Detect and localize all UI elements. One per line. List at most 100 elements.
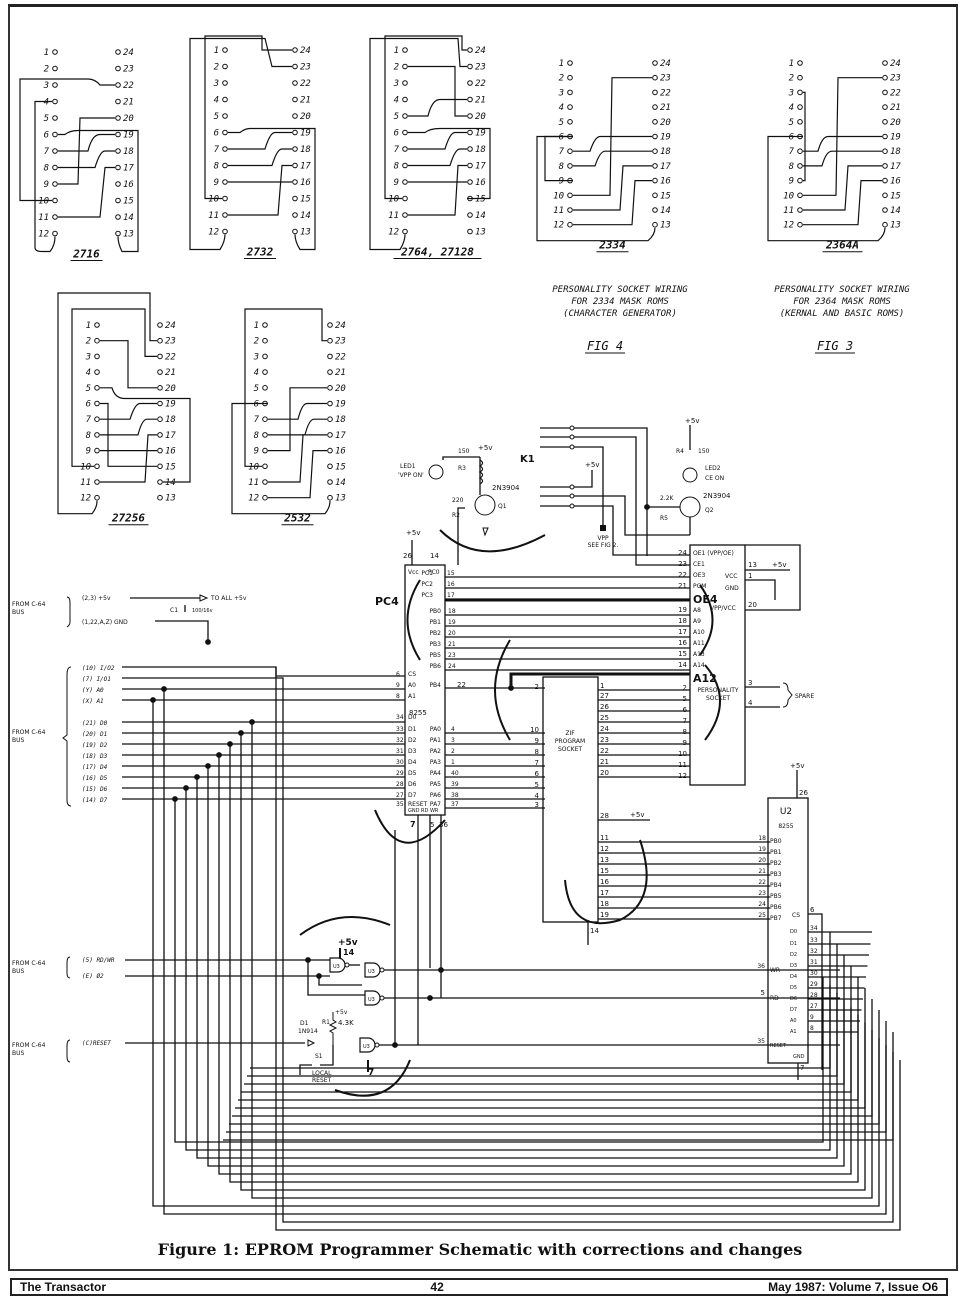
zif-pin-number: 3 — [535, 801, 539, 809]
relay-wire — [574, 427, 648, 556]
q1-transistor-icon — [474, 494, 496, 516]
pin-number: 9 — [86, 447, 91, 457]
bus-signal-label: (10) I/O2 — [82, 665, 115, 672]
socket-pin — [327, 322, 333, 328]
pin-number: 1 — [44, 48, 49, 58]
socket-pin — [797, 89, 803, 96]
socket-pin — [115, 214, 121, 220]
u1-pin-number: 6 — [396, 671, 400, 678]
pin-number: 1 — [789, 59, 794, 69]
personality-vcc-label: VCC — [725, 573, 737, 580]
cs-wire — [275, 667, 405, 677]
pin-number: 3 — [788, 88, 794, 98]
u2-pin-number: 33 — [810, 937, 818, 944]
return-bus-wire — [235, 988, 866, 1109]
personality-pin-number: 19 — [678, 606, 687, 614]
socket-pin — [157, 479, 163, 485]
socket-pin — [327, 463, 333, 470]
pin-number: 8 — [789, 162, 794, 172]
jumper-wire — [228, 164, 292, 216]
u1-pin-name: PA2 — [430, 748, 441, 755]
u1-pin-name: A0 — [408, 682, 416, 689]
socket-pin — [797, 192, 803, 199]
socket-pin — [94, 385, 100, 391]
pin-number: 18 — [123, 147, 134, 157]
pin-number: 21 — [335, 368, 346, 378]
u1-pin-name: PA1 — [430, 737, 441, 744]
plus5-label: +5v — [335, 1009, 348, 1016]
jumper-wire — [231, 402, 331, 515]
page-footer: The Transactor 42 May 1987: Volume 7, Is… — [10, 1278, 948, 1296]
socket-pin — [467, 162, 473, 169]
socket-pin — [222, 179, 228, 185]
pin-number: 8 — [559, 162, 564, 172]
pin-number: 3 — [85, 352, 91, 362]
u2-pin-name: PB3 — [770, 871, 782, 878]
zif-pin-number: 25 — [600, 714, 609, 722]
socket-label: 2732 — [246, 246, 274, 259]
u1-pin-number: 7 — [410, 820, 416, 829]
personality-pin-number: 24 — [678, 549, 687, 557]
socket-pin — [292, 195, 298, 202]
d1-part: 1N914 — [298, 1028, 318, 1035]
pin-number: 5 — [254, 384, 259, 394]
pin-number: 1 — [254, 321, 259, 331]
r5-value: 2.2K — [660, 495, 675, 502]
pin-number: 19 — [123, 131, 134, 141]
pin-number: 4 — [44, 98, 49, 108]
socket-pin — [292, 212, 298, 218]
u1-pin-name: PC2 — [421, 581, 433, 588]
personality-pin-name: A10 — [693, 629, 705, 636]
led1-label: LED1 — [400, 463, 416, 470]
u1-pin-number: 16 — [447, 581, 455, 588]
pin-number: 10 — [80, 462, 91, 472]
personality-vppvcc-label: VPP/VCC — [710, 605, 736, 612]
jumper-wire — [58, 133, 115, 152]
u1-pin-number: 15 — [447, 570, 455, 577]
socket-pin — [882, 89, 888, 96]
pin-number: 13 — [475, 228, 486, 238]
socket-pin — [652, 192, 658, 199]
socket-pin — [797, 163, 803, 169]
pin-number: 4 — [748, 699, 753, 707]
socket-pin — [262, 416, 268, 423]
socket-pin — [797, 74, 803, 81]
pin-number: 24 — [890, 59, 901, 69]
socket-pin — [52, 131, 58, 138]
jumper-wire — [228, 127, 316, 251]
socket-pin — [882, 60, 888, 66]
personality-pin-number: 23 — [678, 560, 687, 568]
correction-arc — [374, 809, 446, 844]
junction-dot — [205, 639, 211, 645]
from-c64-label: FROM C-64 — [12, 960, 46, 967]
zif-pin-number: 21 — [600, 758, 609, 766]
pin-number: 11 — [80, 478, 91, 488]
socket-pin — [115, 197, 121, 204]
page-frame — [8, 4, 958, 1271]
u1-pin-name: PA5 — [430, 781, 441, 788]
u2-pin-name: GND — [793, 1054, 805, 1060]
bus-signal-label: (17) D4 — [82, 764, 108, 771]
junction-dot — [644, 504, 650, 510]
io2-wire — [122, 666, 901, 1231]
u2-pin-name: D5 — [790, 985, 797, 991]
correction-arc — [299, 916, 391, 936]
q2-transistor-icon — [679, 496, 701, 518]
jumper-wire — [228, 148, 292, 167]
pin-number: 17 — [890, 162, 901, 172]
socket-pin — [262, 463, 268, 470]
pin-number: 23 — [335, 337, 346, 347]
u1-pin-name: D3 — [408, 748, 417, 755]
socket-pin — [115, 82, 121, 88]
personality-pin-number: 9 — [683, 739, 687, 747]
pin-number: 6 — [44, 131, 49, 141]
bus-signal-label: (16) D5 — [82, 775, 108, 782]
pin-number: 22 — [335, 352, 346, 362]
zif-pin-number: 28 — [600, 812, 609, 820]
pin-number: 4 — [394, 96, 399, 106]
pin-number: 18 — [165, 415, 176, 425]
socket-pin — [567, 192, 573, 199]
pin-number: 12 — [783, 221, 794, 231]
